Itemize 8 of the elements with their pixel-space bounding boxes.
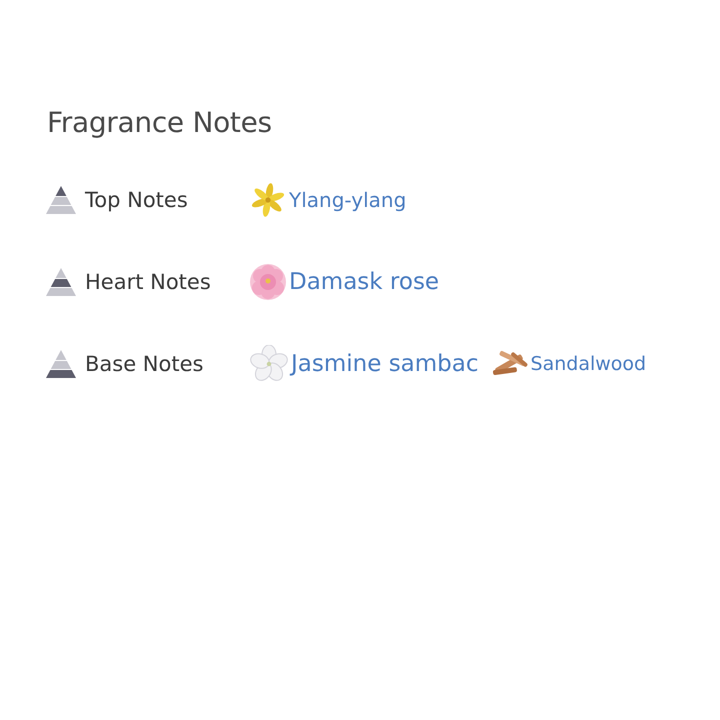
note-link: Ylang-ylang <box>289 188 406 212</box>
heading: Fragrance Notes <box>47 106 272 139</box>
note-link: Damask rose <box>289 269 440 295</box>
note-tier-label: Top Notes <box>85 188 188 212</box>
note-tier-label: Base Notes <box>85 352 204 376</box>
note-tier-label: Heart Notes <box>85 270 211 294</box>
note-link: Sandalwood <box>530 353 646 375</box>
note-link: Jasmine sambac <box>291 351 479 377</box>
